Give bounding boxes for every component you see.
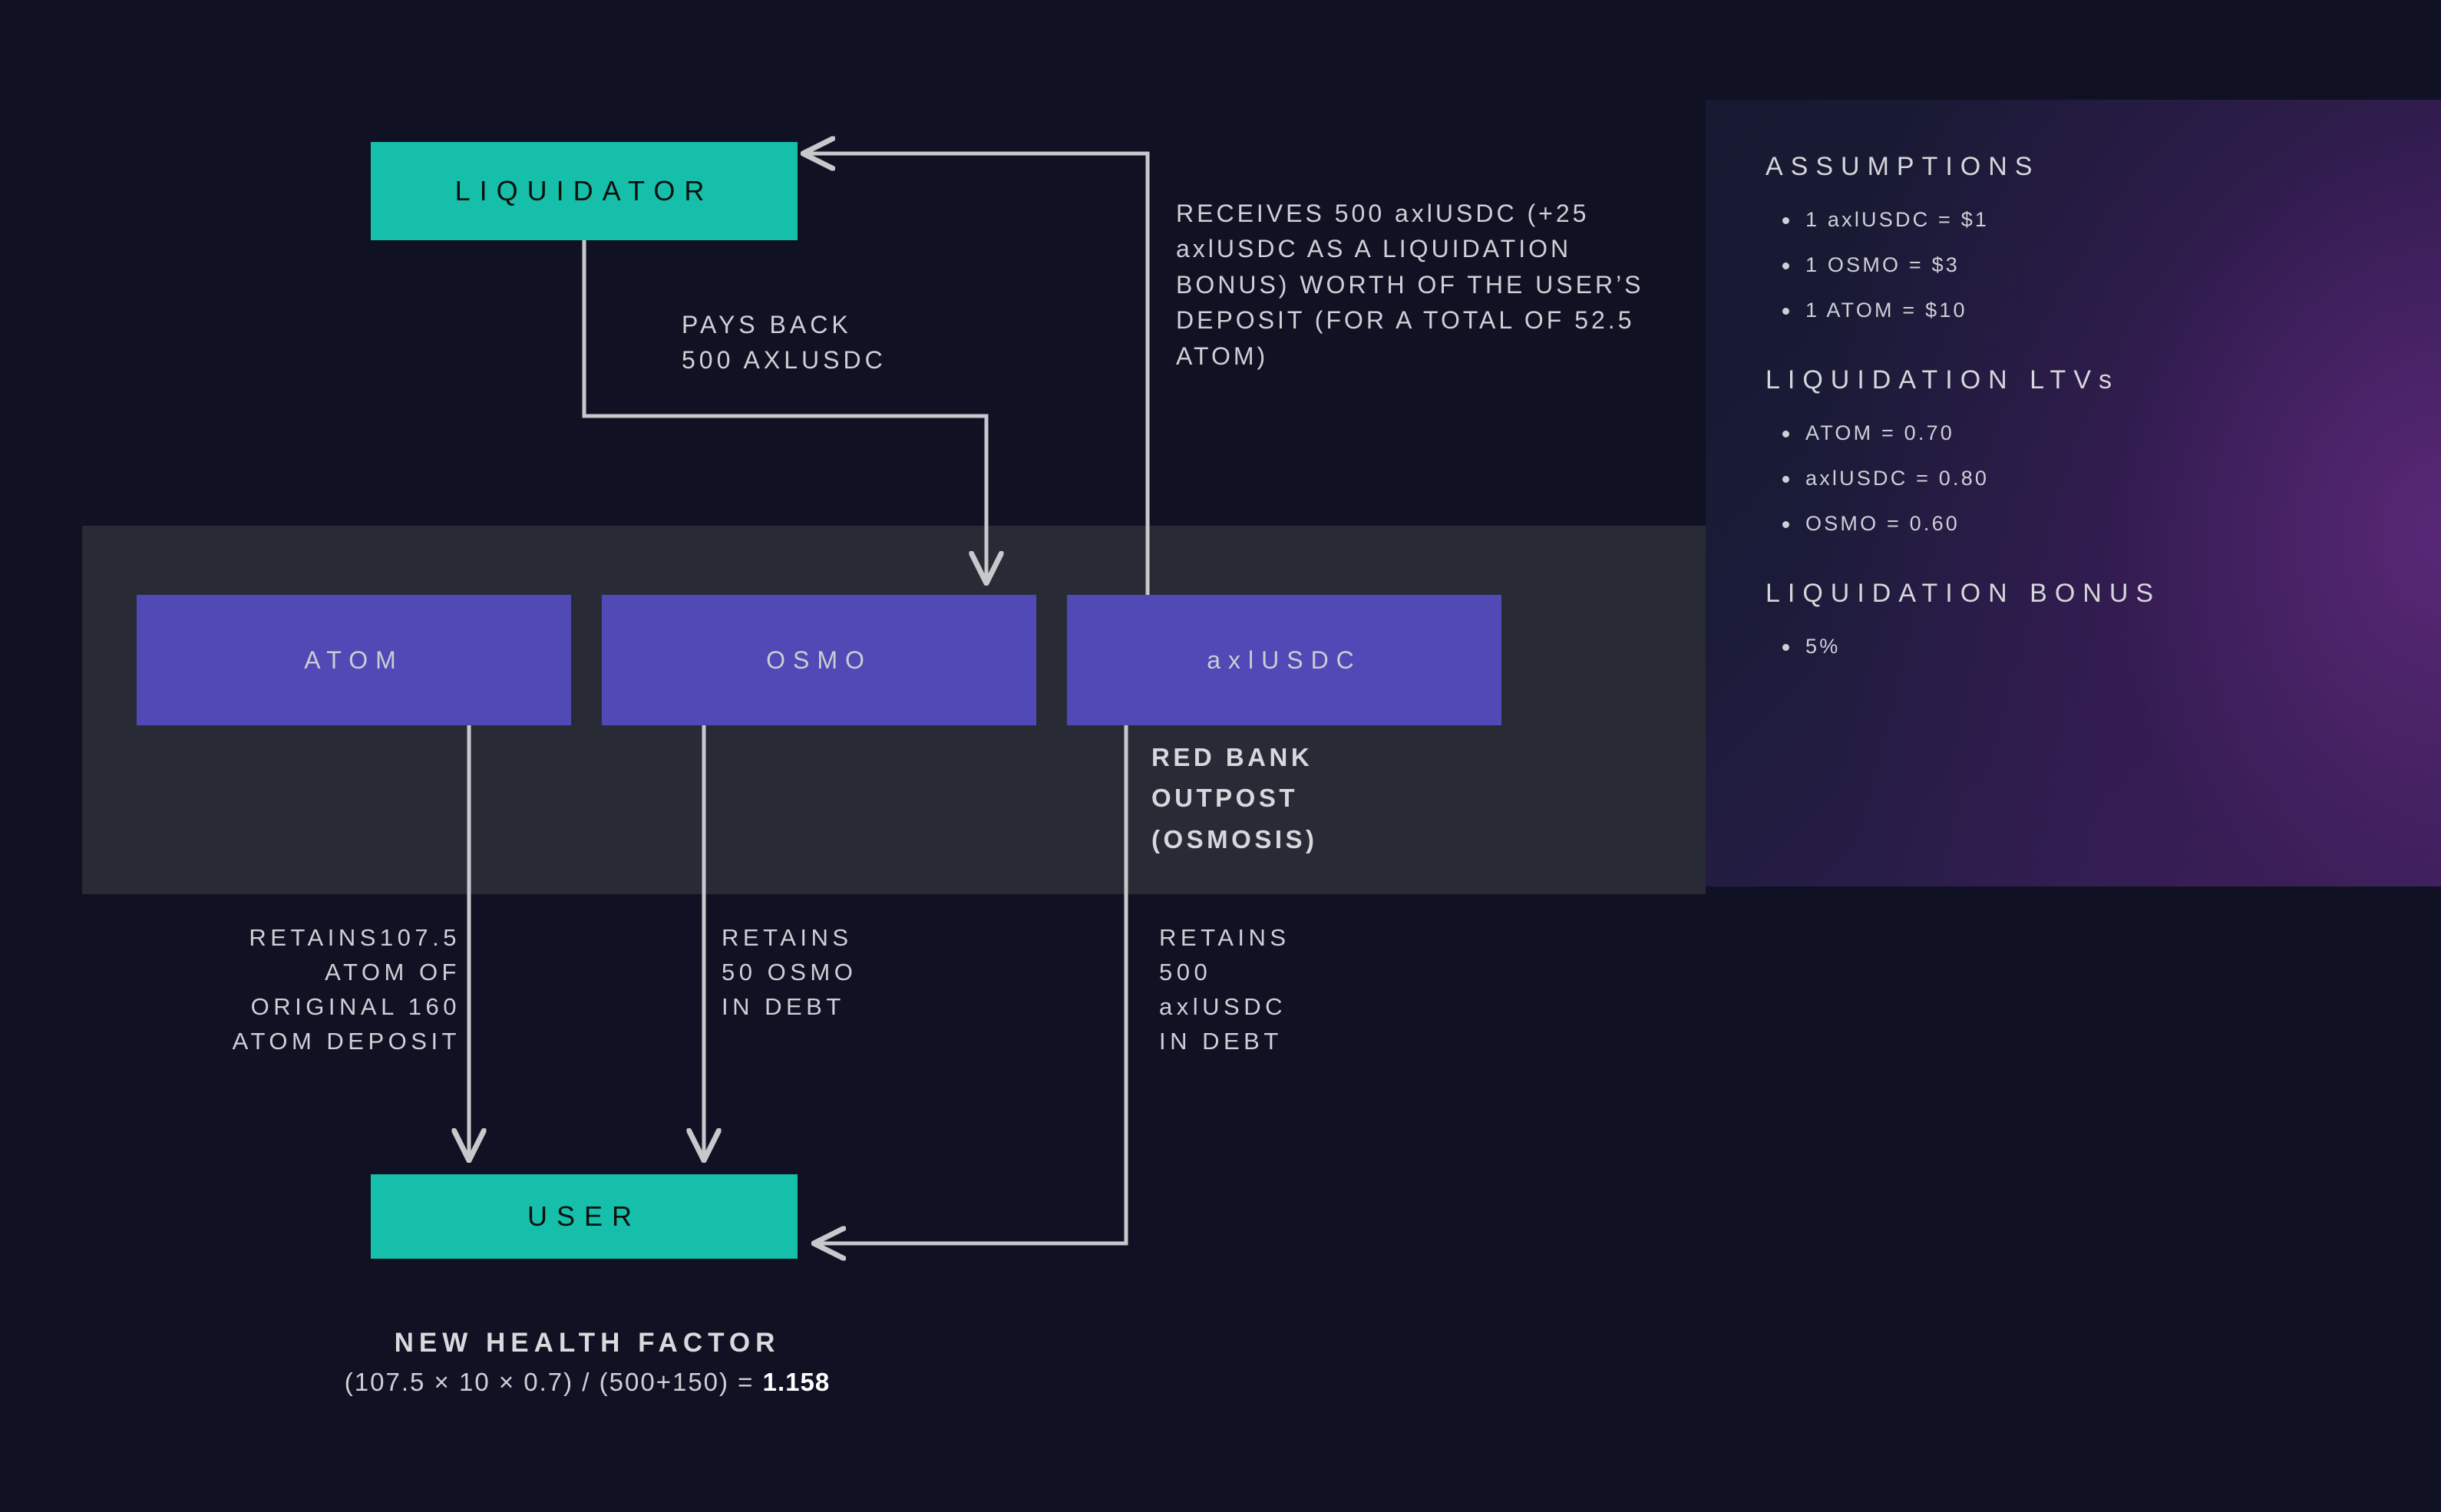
health-factor-expression: (107.5 × 10 × 0.7) / (500+150) =	[344, 1368, 763, 1396]
edge-label-pays-back: PAYS BACK 500 AXLUSDC	[682, 311, 887, 375]
node-liquidator-label: LIQUIDATOR	[454, 175, 714, 206]
list-item: 1 ATOM = $10	[1782, 299, 2441, 322]
health-factor-title: NEW HEALTH FACTOR	[394, 1328, 781, 1358]
health-factor-formula: (107.5 × 10 × 0.7) / (500+150) = 1.158	[200, 1368, 975, 1397]
node-osmo[interactable]: OSMO	[602, 595, 1036, 725]
node-liquidator[interactable]: LIQUIDATOR	[371, 142, 798, 240]
list-item: 1 OSMO = $3	[1782, 253, 2441, 277]
edge-label-retains-osmo: RETAINS 50 OSMO IN DEBT	[722, 924, 857, 1020]
assumptions-panel: ASSUMPTIONS 1 axlUSDC = $1 1 OSMO = $3 1…	[1706, 100, 2441, 886]
edge-label-receives: RECEIVES 500 axlUSDC (+25 axlUSDC AS A L…	[1176, 200, 1644, 370]
health-factor-result: 1.158	[762, 1368, 831, 1396]
node-osmo-label: OSMO	[766, 645, 872, 674]
red-bank-outpost-label: RED BANK OUTPOST (OSMOSIS)	[1151, 743, 1318, 853]
node-atom[interactable]: ATOM	[137, 595, 571, 725]
liquidation-ltvs-heading: LIQUIDATION LTVs	[1766, 365, 2120, 395]
list-item: 5%	[1782, 635, 2441, 659]
list-item: OSMO = 0.60	[1782, 512, 2441, 536]
list-item: ATOM = 0.70	[1782, 421, 2441, 445]
list-item: 1 axlUSDC = $1	[1782, 208, 2441, 232]
node-axlusdc[interactable]: axlUSDC	[1067, 595, 1501, 725]
edge-label-retains-atom: RETAINS107.5 ATOM OF ORIGINAL 160 ATOM D…	[232, 924, 461, 1055]
assumptions-heading: ASSUMPTIONS	[1766, 152, 2040, 181]
assumptions-list: 1 axlUSDC = $1 1 OSMO = $3 1 ATOM = $10	[1782, 208, 2441, 322]
liquidation-ltvs-list: ATOM = 0.70 axlUSDC = 0.80 OSMO = 0.60	[1782, 421, 2441, 536]
new-health-factor: NEW HEALTH FACTOR (107.5 × 10 × 0.7) / (…	[200, 1328, 975, 1397]
list-item: axlUSDC = 0.80	[1782, 467, 2441, 490]
node-user-label: USER	[527, 1200, 642, 1232]
edge-label-retains-axlusdc: RETAINS 500 axlUSDC IN DEBT	[1159, 924, 1290, 1055]
node-atom-label: ATOM	[304, 645, 404, 674]
node-user[interactable]: USER	[371, 1174, 798, 1259]
liquidation-bonus-list: 5%	[1782, 635, 2441, 659]
liquidation-bonus-heading: LIQUIDATION BONUS	[1766, 579, 2162, 608]
node-axlusdc-label: axlUSDC	[1207, 645, 1362, 674]
